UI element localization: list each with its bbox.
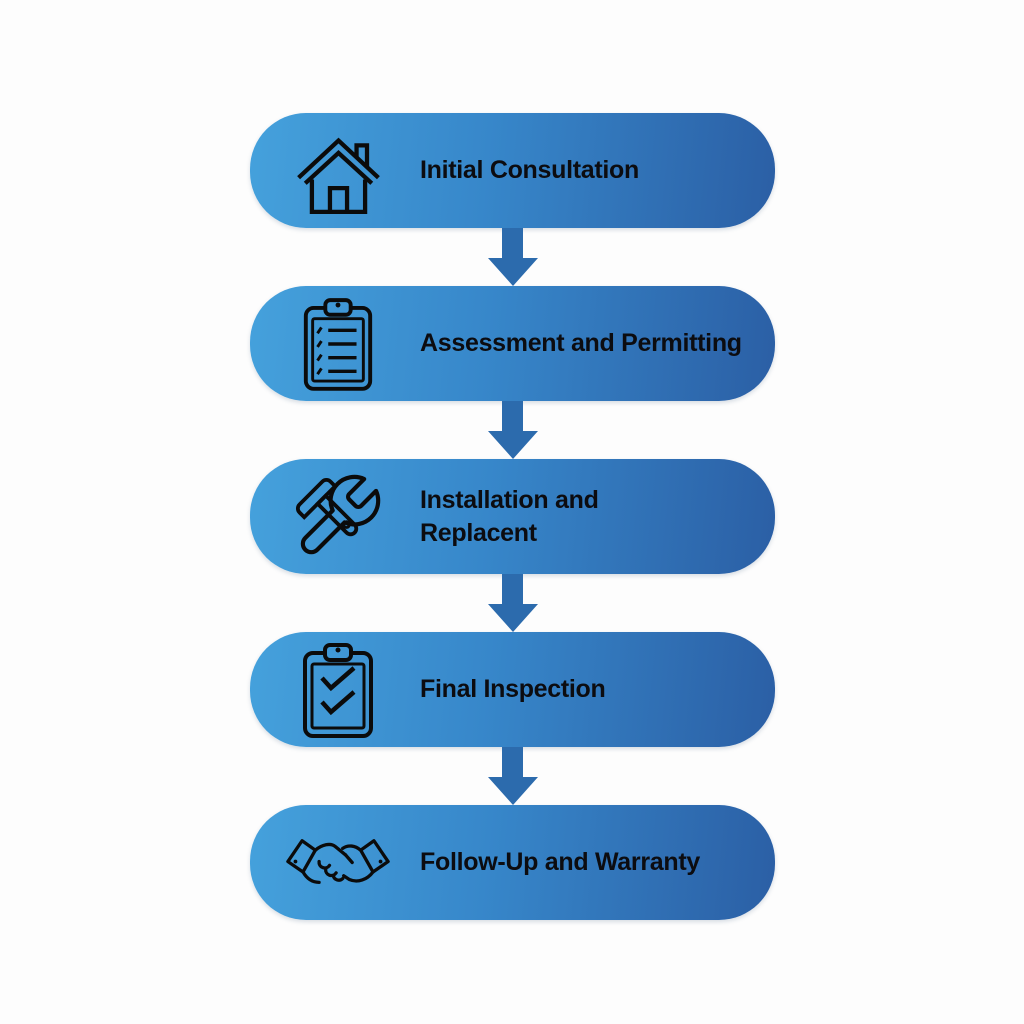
down-arrow-head bbox=[487, 777, 538, 805]
down-arrow-head bbox=[487, 258, 538, 286]
handshake-icon bbox=[286, 828, 390, 897]
flow-step-installation-replacement: Installation and Replacent bbox=[250, 459, 775, 574]
down-arrow-shaft bbox=[502, 401, 523, 431]
step-label: Follow-Up and Warranty bbox=[420, 848, 700, 877]
down-arrow-head bbox=[487, 431, 538, 459]
house-icon bbox=[286, 128, 390, 214]
down-arrow-head bbox=[487, 604, 538, 632]
process-flowchart: Initial Consultation Assessment and Perm… bbox=[250, 113, 775, 920]
step-label: Assessment and Permitting bbox=[420, 329, 742, 358]
clipboard-list-icon bbox=[286, 295, 390, 393]
step-label: Final Inspection bbox=[420, 675, 606, 704]
down-arrow-shaft bbox=[502, 228, 523, 258]
tools-icon bbox=[286, 469, 390, 564]
down-arrow-shaft bbox=[502, 574, 523, 604]
down-arrow bbox=[250, 574, 775, 632]
flow-step-final-inspection: Final Inspection bbox=[250, 632, 775, 747]
down-arrow-shaft bbox=[502, 747, 523, 777]
step-label: Installation and Replacent bbox=[420, 486, 599, 547]
flow-step-followup-warranty: Follow-Up and Warranty bbox=[250, 805, 775, 920]
down-arrow bbox=[250, 747, 775, 805]
flow-step-initial-consultation: Initial Consultation bbox=[250, 113, 775, 228]
flow-step-assessment-permitting: Assessment and Permitting bbox=[250, 286, 775, 401]
down-arrow bbox=[250, 401, 775, 459]
clipboard-check-icon bbox=[286, 640, 390, 740]
down-arrow bbox=[250, 228, 775, 286]
step-label: Initial Consultation bbox=[420, 156, 639, 185]
